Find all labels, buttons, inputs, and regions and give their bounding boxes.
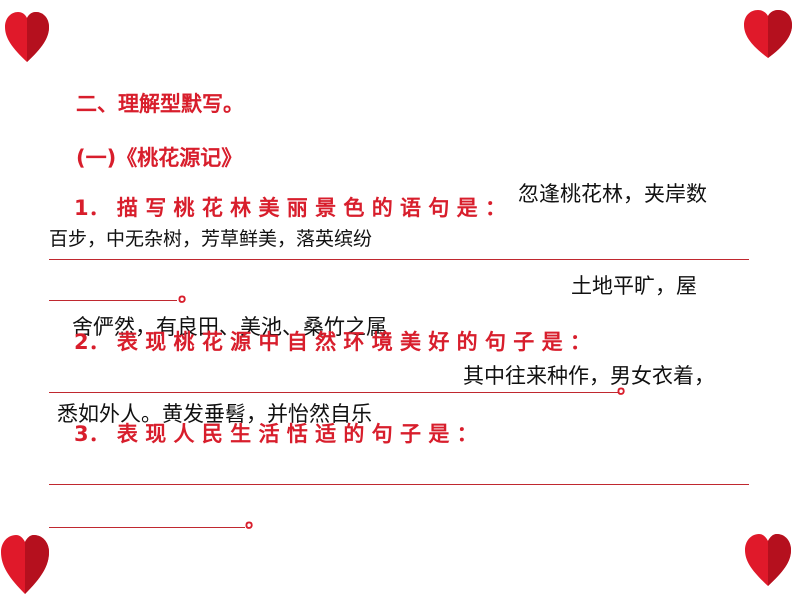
heart-icon bbox=[745, 534, 791, 586]
section-title: 二、理解型默写。 bbox=[76, 92, 244, 116]
q1-answer-a: 忽逢桃花林，夹岸数 bbox=[518, 182, 707, 206]
heart-icon bbox=[5, 12, 49, 62]
q1-prompt: 1． 描 写 桃 花 林 美 丽 景 色 的 语 句 是 ： bbox=[74, 196, 506, 220]
q1-answer-b: 百步，中无杂树，芳草鲜美，落英缤纷 bbox=[49, 228, 373, 250]
q2-answer-a: 土地平旷，屋 bbox=[571, 274, 697, 298]
q3-answer-b: 悉如外人。黄发垂髫，并怡然自乐 bbox=[57, 402, 372, 426]
q1-end-mark: 。 bbox=[178, 282, 199, 306]
q3-blank-line bbox=[49, 484, 749, 485]
q1-blank-line bbox=[49, 259, 749, 260]
heart-icon bbox=[744, 10, 792, 58]
heart-icon bbox=[1, 535, 49, 594]
q2-prompt: 2． 表 现 桃 花 源 中 自 然 环 境 美 好 的 句 子 是 ： bbox=[74, 330, 591, 354]
q3-prompt: 3． 表 现 人 民 生 活 恬 适 的 句 子 是 ： bbox=[74, 422, 478, 446]
q3-answer-a: 其中往来种作，男女衣着， bbox=[463, 364, 715, 388]
q1-blank-line-2 bbox=[49, 300, 177, 301]
q2-end-mark: 。 bbox=[617, 374, 638, 398]
section-subtitle: (一)《桃花源记》 bbox=[76, 146, 243, 170]
q2-blank-line bbox=[49, 392, 619, 393]
q3-end-mark: 。 bbox=[245, 508, 266, 532]
q2-answer-b: 舍俨然，有良田、美池、桑竹之属 bbox=[72, 315, 387, 339]
q3-blank-line-2 bbox=[49, 527, 245, 528]
